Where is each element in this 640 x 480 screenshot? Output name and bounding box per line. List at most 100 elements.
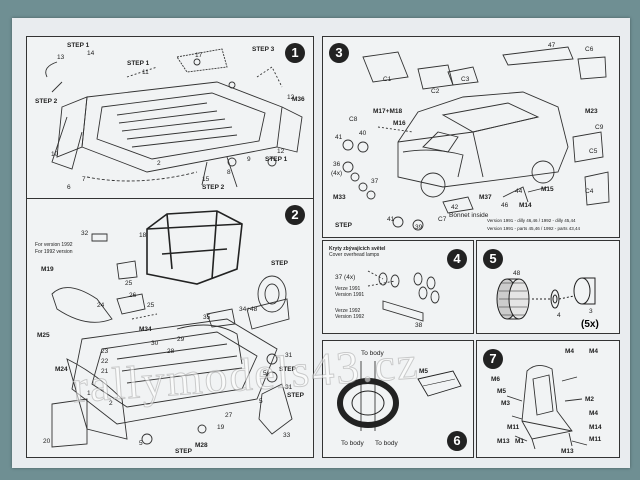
version-note: Version 1991 - dilly 46,46 / 1992 - dill… xyxy=(487,218,576,223)
part-number: C1 xyxy=(383,76,392,83)
step-label: STEP 1 xyxy=(127,60,150,67)
part-number: 3 xyxy=(589,308,593,315)
part-number: M28 xyxy=(195,442,208,449)
part-number: M34 xyxy=(139,326,152,333)
panel-step-1: 1 STEP 1 STEP 1 STEP 3 STEP 2 xyxy=(26,36,314,203)
part-number: 35 xyxy=(203,314,211,321)
part-number: 25 xyxy=(125,280,133,287)
part-number: 34+48 xyxy=(239,306,258,313)
part-number: M25 xyxy=(37,332,50,339)
part-number: 24 xyxy=(97,302,105,309)
step-number-badge: 2 xyxy=(285,205,305,225)
step-label: STEP 2 xyxy=(35,98,58,105)
part-number: 26 xyxy=(129,292,137,299)
step-number-badge: 4 xyxy=(447,249,467,269)
part-number: 15 xyxy=(202,176,210,183)
part-number: 5 xyxy=(263,370,267,377)
direction-label: To body xyxy=(341,440,364,447)
direction-label: To body xyxy=(361,350,384,357)
step-number-badge: 1 xyxy=(285,43,305,63)
part-number: 29 xyxy=(177,336,185,343)
step-label: STEP xyxy=(271,260,288,267)
part-number: 14 xyxy=(87,50,95,57)
part-number: 2 xyxy=(157,160,161,167)
step-label: STEP xyxy=(175,448,192,455)
part-number: 12 xyxy=(277,148,285,155)
version-note: Version 1991 xyxy=(335,292,365,298)
part-number: M36 xyxy=(292,96,305,103)
part-number: 12 xyxy=(287,94,295,101)
quantity-label: (5x) xyxy=(581,319,599,330)
part-number: M13 xyxy=(497,438,510,445)
step-number-badge: 5 xyxy=(483,249,503,269)
part-number: M1 xyxy=(515,438,525,445)
part-number: 46 xyxy=(501,202,509,209)
step-number-badge: 3 xyxy=(329,43,349,63)
panel-step-6: 6 To body To body To body M5 xyxy=(322,340,474,458)
part-number: M11 xyxy=(589,436,602,443)
part-number: C8 xyxy=(349,116,358,123)
part-number: 37 xyxy=(371,178,379,185)
part-number: M4 xyxy=(589,348,599,355)
part-number: 27 xyxy=(225,412,233,419)
chassis-assembly-drawing xyxy=(45,48,303,188)
part-number: 25 xyxy=(147,302,155,309)
part-number: M6 xyxy=(491,376,501,383)
part-number: 9 xyxy=(247,156,251,163)
part-number: C2 xyxy=(431,88,440,95)
part-number: C4 xyxy=(585,188,594,195)
step-label: STEP xyxy=(287,392,304,399)
version-note: Verze 1992 xyxy=(335,308,361,314)
part-number: 48 xyxy=(513,270,521,277)
part-number: 11 xyxy=(142,69,149,76)
part-number: 38 xyxy=(415,322,423,329)
part-number: M14 xyxy=(519,202,532,209)
part-number: 28 xyxy=(167,348,175,355)
part-number: C3 xyxy=(461,76,470,83)
part-number: M15 xyxy=(541,186,554,193)
part-number: M14 xyxy=(589,424,602,431)
panel-step-3: 3 xyxy=(322,36,620,238)
part-number: 4 xyxy=(557,312,561,319)
part-number: M5 xyxy=(419,368,429,375)
seat-assembly-drawing xyxy=(506,365,588,450)
heading-czech: Kryty zbývajících světel xyxy=(329,246,386,252)
part-number: 36 xyxy=(333,161,341,168)
interior-assembly-drawing xyxy=(51,210,293,448)
part-number: 31 xyxy=(285,384,293,391)
step-label: STEP 1 xyxy=(67,42,90,49)
wheel-assembly-drawing xyxy=(496,277,596,320)
part-number: M4 xyxy=(565,348,575,355)
part-number: M4 xyxy=(589,410,599,417)
direction-label: To body xyxy=(375,440,398,447)
part-number: M5 xyxy=(497,388,507,395)
part-number: 22 xyxy=(101,358,109,365)
part-number: C7 xyxy=(438,216,447,223)
part-number: M37 xyxy=(479,194,492,201)
part-number: M24 xyxy=(55,366,68,373)
panel-step-5: 5 48 4 3 (5x) xyxy=(476,240,620,334)
step-label: STEP xyxy=(279,366,296,373)
part-number: M11 xyxy=(507,424,520,431)
part-number: 5 xyxy=(139,440,143,447)
part-number: 2 xyxy=(109,400,113,407)
part-number: 41 xyxy=(387,216,395,223)
panel-step-2: 2 xyxy=(26,198,314,458)
step-label: STEP 2 xyxy=(202,184,225,191)
part-number: 31 xyxy=(285,352,293,359)
part-number: M33 xyxy=(333,194,346,201)
part-number: 17 xyxy=(195,52,203,59)
part-number: 1 xyxy=(87,390,91,397)
part-number: 10 xyxy=(51,151,59,158)
part-number: 33 xyxy=(283,432,291,439)
part-number: 30 xyxy=(151,340,159,347)
part-number: C6 xyxy=(585,46,594,53)
part-number: C9 xyxy=(595,124,604,131)
part-number: 32 xyxy=(81,230,89,237)
part-number: 37 (4x) xyxy=(335,274,356,281)
part-number: 20 xyxy=(43,438,51,445)
part-number: 7 xyxy=(82,176,86,183)
panel-step-7: 7 M4 M4 M6 M5 M3 M2 M4 M1 M13 M11 M14 M1… xyxy=(476,340,620,458)
part-number: 42 xyxy=(451,204,459,211)
step-label: STEP xyxy=(335,222,352,229)
